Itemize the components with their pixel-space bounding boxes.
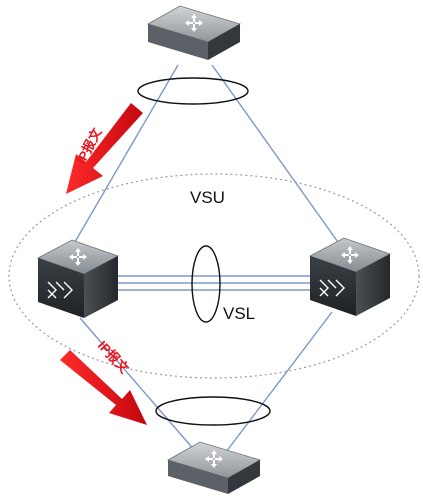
vsu-label: VSU [190, 188, 225, 207]
bottom-link-aggregation-ring [155, 396, 271, 426]
layer3-switch-icon [146, 5, 242, 60]
link-left-to-bottom [79, 317, 197, 453]
ip-packet-arrow-bottom [60, 350, 147, 425]
link-top-to-right [211, 64, 341, 246]
link-lines [71, 64, 341, 453]
ip-packet-arrow-top [66, 103, 143, 194]
top-link-aggregation-ring [137, 77, 249, 105]
core-switch-icon [309, 237, 391, 316]
ip-packet-label-bottom: IP报文 [95, 338, 133, 377]
link-top-to-left [71, 64, 179, 248]
link-right-to-bottom [225, 311, 333, 453]
layer3-switch-icon [166, 441, 262, 494]
vsl-aggregation-ring [191, 245, 221, 323]
vsl-label: VSL [223, 304, 255, 323]
core-switch-icon [37, 239, 119, 318]
vsu-domain-boundary [8, 173, 420, 379]
